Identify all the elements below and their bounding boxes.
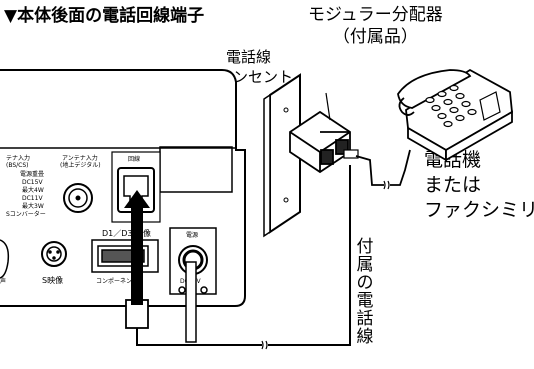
power-supply-label: 電源重畳 — [20, 170, 44, 178]
insert-arrow — [124, 190, 150, 305]
antenna-connector — [63, 183, 93, 213]
bs-antenna-label: テナ入力 — [6, 154, 30, 162]
telephone-icon — [397, 68, 513, 162]
splitter-label-line2: （付属品） — [332, 27, 418, 47]
phone-line-port-label: 回線 — [128, 155, 140, 163]
component-label: コンポーネント — [96, 277, 138, 285]
bs-antenna-sublabel: (BS/CS) — [6, 162, 29, 169]
converter-label: Sコンバーター — [6, 210, 46, 218]
phone-cable-label: 付属の電話線 — [356, 237, 374, 347]
svideo-label: S映像 — [42, 275, 63, 285]
outlet-label-line1: 電話線 — [226, 48, 272, 66]
splitter-label-line1: モジュラー分配器 — [308, 5, 443, 25]
power-supply-dc15: DC15V — [22, 179, 43, 186]
modular-splitter-label: モジュラー分配器 （付属品） — [308, 4, 443, 48]
terrestrial-antenna-label: アンテナ入力 — [62, 154, 98, 162]
phone-line-port: 回線 — [111, 151, 161, 223]
phone-fax-label: 電話機 または ファクシミリ — [424, 148, 534, 223]
audio-partial-label: 声 — [0, 277, 6, 285]
terrestrial-antenna-sublabel: (地上デジタル) — [60, 161, 101, 169]
power-supply-4w: 最大4W — [22, 186, 44, 194]
phone-label-line3: ファクシミリ — [424, 199, 534, 221]
phone-label-line2: または — [424, 174, 482, 196]
diagram-title: ▼本体後面の電話回線端子 — [4, 6, 205, 26]
d-video-label: D1／D3 映像 — [102, 228, 151, 238]
power-cable — [185, 261, 197, 343]
splitter-leader-line — [325, 92, 331, 121]
telephone-cord — [355, 149, 411, 190]
power-supply-dc11: DC11V — [22, 195, 43, 202]
modular-splitter — [289, 110, 359, 174]
power-label: 電源 — [186, 231, 198, 239]
wall-outlet-plate — [263, 73, 301, 238]
power-supply-3w: 最大3W — [22, 202, 44, 210]
